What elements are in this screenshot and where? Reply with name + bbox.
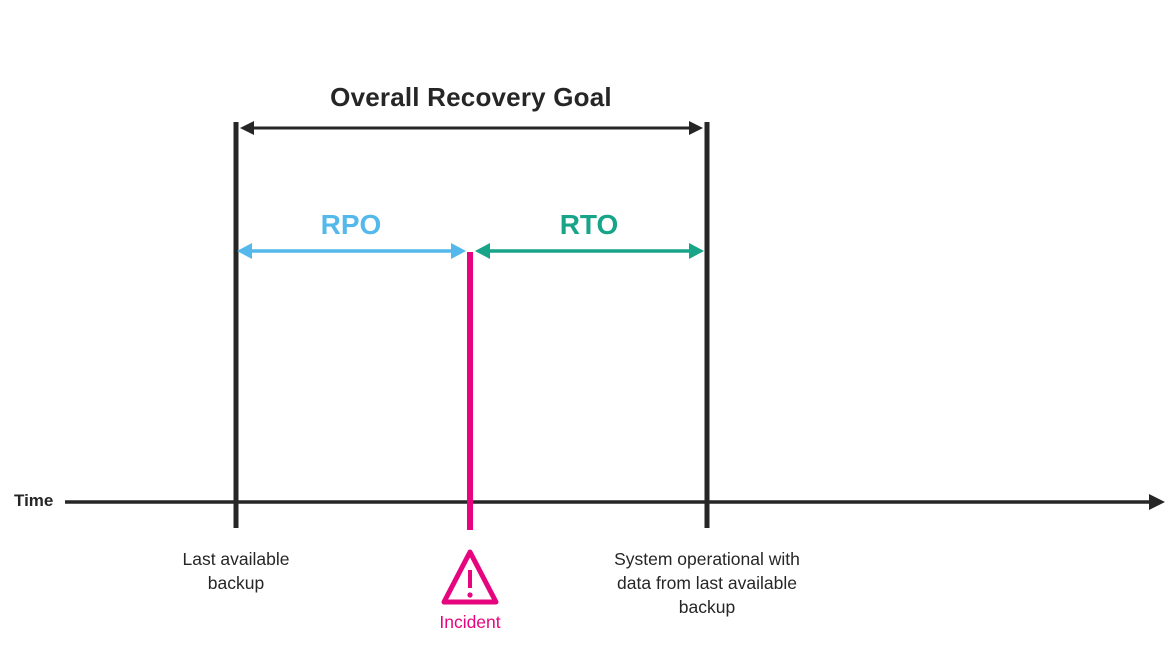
arrowhead-right-icon: [451, 243, 466, 259]
time-axis: [65, 494, 1165, 510]
arrowhead-left-icon: [237, 243, 252, 259]
incident-label: Incident: [439, 612, 501, 632]
arrowhead-right-icon: [689, 243, 704, 259]
time-axis-arrowhead-icon: [1149, 494, 1165, 510]
rpo-label: RPO: [320, 209, 382, 240]
time-axis-label: Time: [14, 491, 54, 510]
warning-triangle-icon: [441, 549, 499, 605]
diagram-title: Overall Recovery Goal: [330, 82, 612, 112]
last-backup-label: Last available backup: [182, 549, 290, 593]
overall-recovery-goal-arrow: [240, 121, 703, 135]
arrowhead-right-icon: [689, 121, 703, 135]
rto-label: RTO: [559, 209, 619, 240]
arrowhead-left-icon: [240, 121, 254, 135]
system-operational-label: System operational with data from last a…: [614, 549, 800, 617]
rpo-arrow: [237, 243, 466, 259]
arrowhead-left-icon: [475, 243, 490, 259]
rto-arrow: [475, 243, 704, 259]
